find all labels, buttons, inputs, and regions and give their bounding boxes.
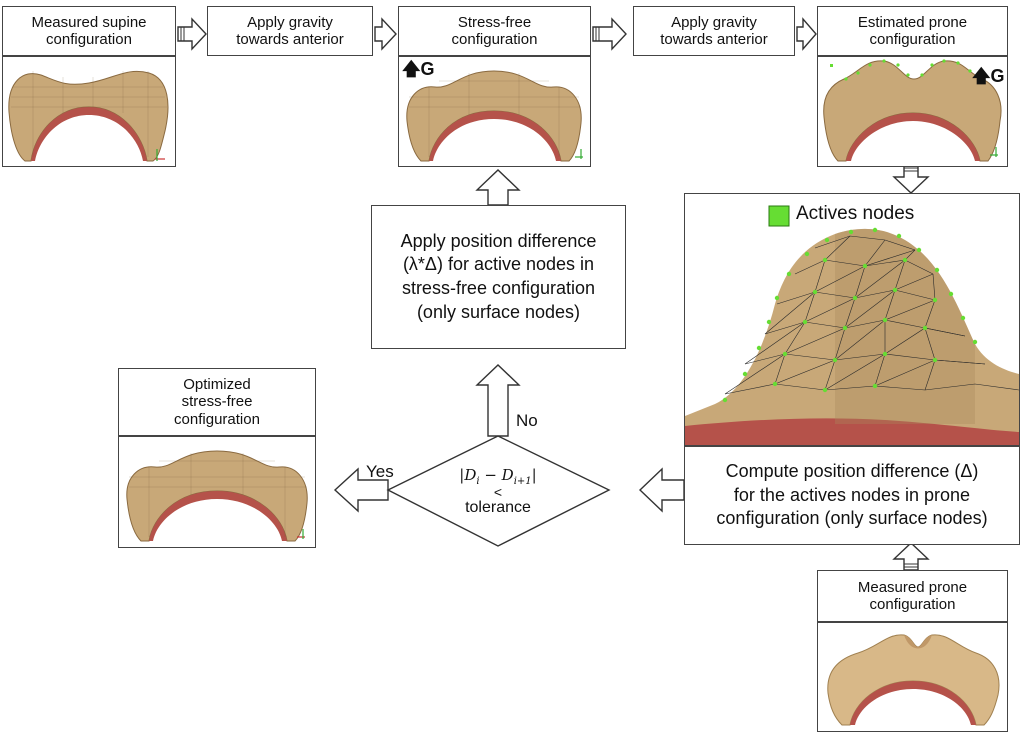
label-measured-prone: Measured prone configuration	[817, 570, 1008, 622]
label-stress-free: Stress-free configuration	[398, 6, 591, 56]
label-optimized-stress-free: Optimized stress-free configuration	[118, 368, 316, 436]
up-arrow-icon: 🡅	[972, 66, 991, 86]
step-apply-position-difference: Apply position difference (λ*Δ) for acti…	[371, 205, 626, 349]
gravity-indicator-est-prone: 🡅G	[972, 64, 1005, 94]
image-optimized-stress-free	[118, 436, 316, 548]
step-compute-position-difference: Compute position difference (Δ) for the …	[684, 446, 1020, 545]
arrow-est-prone-down	[892, 164, 930, 194]
arrow-stress-free-to-gravity	[592, 17, 627, 51]
label-apply-gravity-2: Apply gravity towards anterior	[633, 6, 795, 56]
up-arrow-icon: 🡅	[402, 59, 421, 79]
decision-yes-label: Yes	[366, 462, 394, 481]
decision-tolerance: tolerance	[465, 499, 531, 516]
decision-formula: |Di − Di+1|	[459, 466, 537, 487]
image-measured-supine	[2, 56, 176, 167]
label-measured-supine: Measured supine configuration	[2, 6, 176, 56]
arrow-meas-prone-up	[892, 542, 930, 571]
arrow-supine-to-gravity	[177, 17, 207, 51]
legend-active-nodes: Actives nodes	[796, 203, 915, 224]
arrow-up-to-stress-free	[475, 169, 521, 206]
image-estimated-prone	[817, 56, 1008, 167]
gravity-label: G	[420, 59, 435, 79]
image-measured-prone	[817, 622, 1008, 732]
arrow-compute-to-decision	[638, 467, 685, 513]
gravity-indicator-stress-free: 🡅G	[402, 57, 435, 87]
label-apply-gravity-1: Apply gravity towards anterior	[207, 6, 373, 56]
decision-no-label: No	[516, 411, 538, 430]
arrow-no-up	[475, 364, 521, 437]
label-estimated-prone: Estimated prone configuration	[817, 6, 1008, 56]
arrow-gravity-to-est-prone	[796, 17, 817, 51]
decision-less-than: <	[493, 484, 503, 500]
image-stress-free	[398, 56, 591, 167]
arrow-gravity-to-stress-free	[374, 17, 397, 51]
gravity-label: G	[990, 66, 1005, 86]
zoom-active-nodes	[684, 193, 1020, 446]
